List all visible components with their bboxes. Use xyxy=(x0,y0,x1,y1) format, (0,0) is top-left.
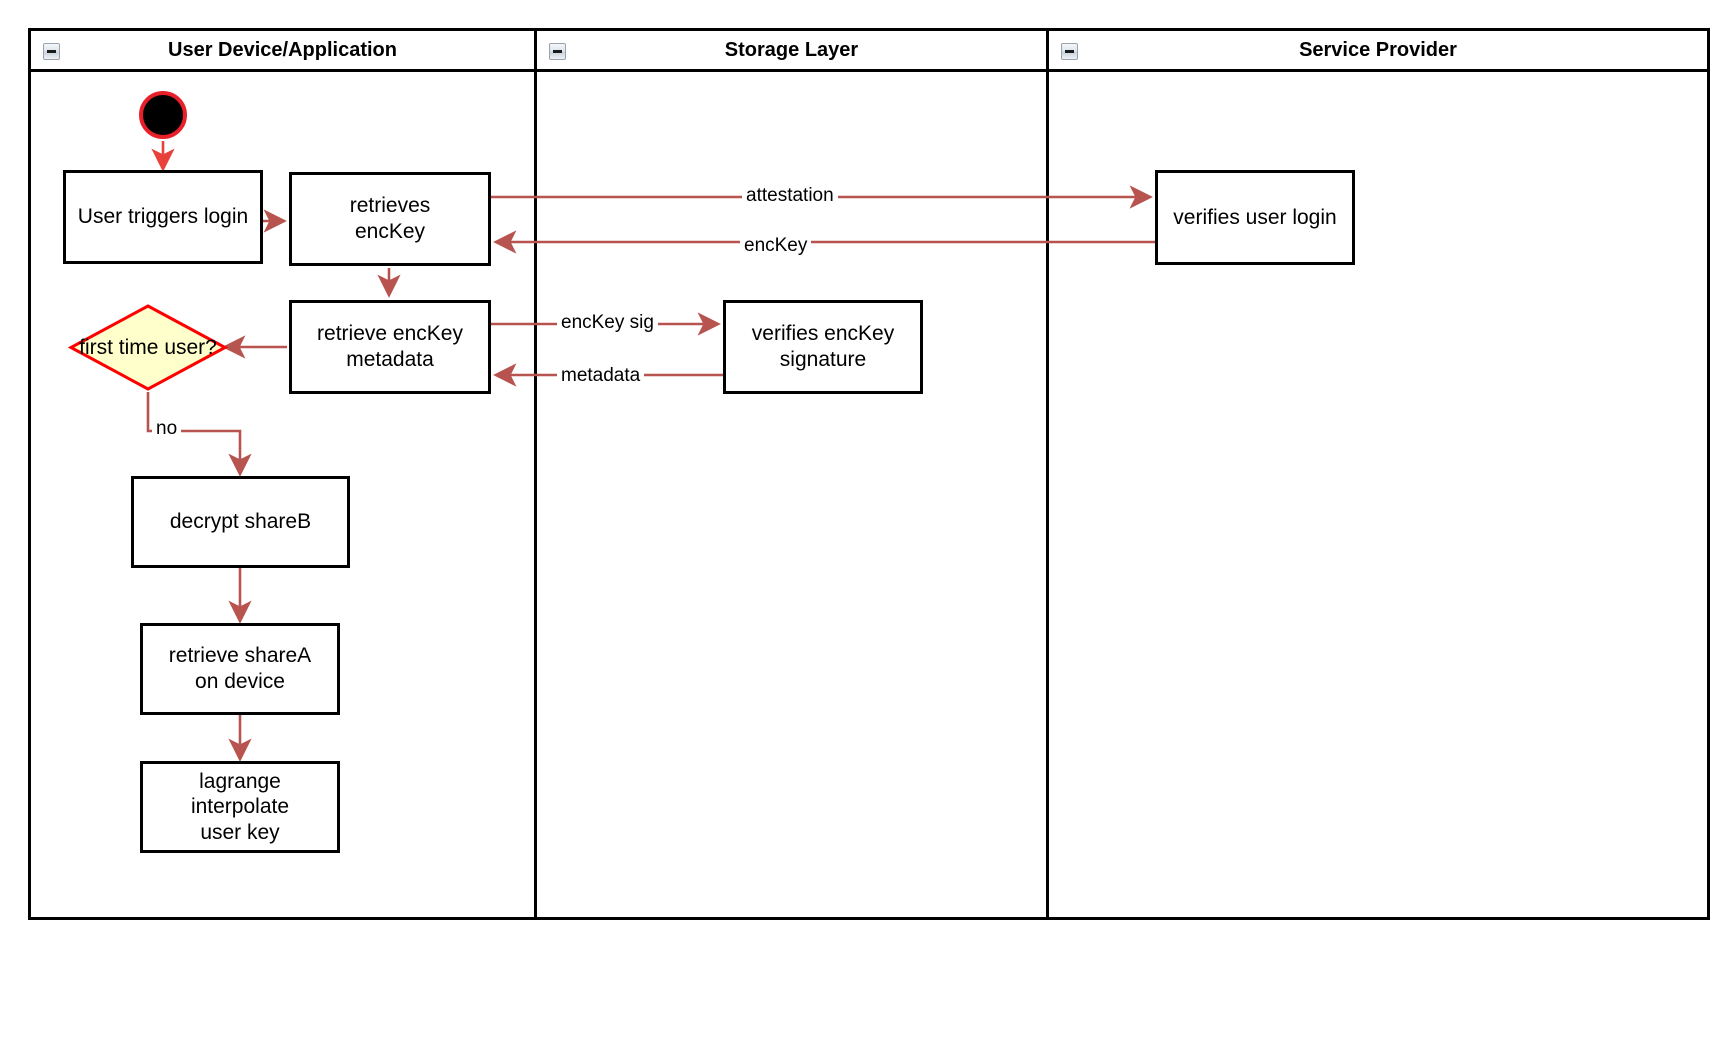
node-label-line1: lagrange interpolate xyxy=(190,769,290,819)
node-verifies-enckey-signature[interactable]: verifies encKey signature xyxy=(723,300,923,394)
swimlane-storage-layer[interactable]: Storage Layer xyxy=(534,31,1046,917)
node-label-line1: retrieve shareA xyxy=(168,644,312,668)
node-label-line2: on device xyxy=(195,670,285,693)
edge-label-enckey-sig: encKey sig xyxy=(557,312,658,334)
edge-label-enckey: encKey xyxy=(740,235,812,257)
lane-title-service-provider: Service Provider xyxy=(1299,38,1457,61)
node-label: decrypt shareB xyxy=(169,510,312,534)
node-label-line1: retrieves xyxy=(349,194,431,218)
node-user-triggers-login[interactable]: User triggers login xyxy=(63,170,263,264)
collapse-minus-icon[interactable] xyxy=(549,43,566,60)
node-verifies-user-login[interactable]: verifies user login xyxy=(1155,170,1355,265)
lane-title-user-device: User Device/Application xyxy=(168,38,397,61)
node-label-line1: verifies encKey xyxy=(751,322,895,346)
node-label-line2: metadata xyxy=(346,348,434,371)
node-label: verifies user login xyxy=(1173,205,1337,229)
lane-header-service-provider[interactable]: Service Provider xyxy=(1049,31,1707,72)
edge-label-metadata: metadata xyxy=(557,365,645,387)
decision-label-line2: user? xyxy=(164,335,217,359)
collapse-minus-icon[interactable] xyxy=(1061,43,1078,60)
lane-header-storage-layer[interactable]: Storage Layer xyxy=(537,31,1046,72)
edge-label-attestation: attestation xyxy=(742,185,838,207)
node-retrieve-sharea-on-device[interactable]: retrieve shareA on device xyxy=(140,623,340,715)
node-label: User triggers login xyxy=(77,205,249,229)
start-node[interactable] xyxy=(139,91,187,139)
node-label-line2: signature xyxy=(779,348,867,371)
edge-label-no: no xyxy=(152,418,182,440)
swimlane-service-provider[interactable]: Service Provider xyxy=(1046,31,1707,917)
node-label-line1: retrieve encKey xyxy=(317,322,463,346)
swimlane-user-device[interactable]: User Device/Application xyxy=(31,31,534,917)
collapse-minus-icon[interactable] xyxy=(43,43,60,60)
diamond-shape xyxy=(68,304,228,391)
node-lagrange-interpolate-user-key[interactable]: lagrange interpolate user key xyxy=(140,761,340,853)
node-decrypt-shareb[interactable]: decrypt shareB xyxy=(131,476,350,568)
node-label-line2: encKey xyxy=(354,220,426,243)
lane-header-user-device[interactable]: User Device/Application xyxy=(31,31,534,72)
decision-label-line1: first time xyxy=(79,335,159,359)
lane-title-storage-layer: Storage Layer xyxy=(724,38,859,61)
node-retrieve-enckey-metadata[interactable]: retrieve encKey metadata xyxy=(289,300,491,394)
node-first-time-user-decision[interactable]: first time user? xyxy=(68,303,228,392)
node-label-line2: user key xyxy=(200,820,280,844)
decision-label: first time user? xyxy=(79,335,217,361)
node-retrieves-enckey[interactable]: retrieves encKey xyxy=(289,172,491,266)
